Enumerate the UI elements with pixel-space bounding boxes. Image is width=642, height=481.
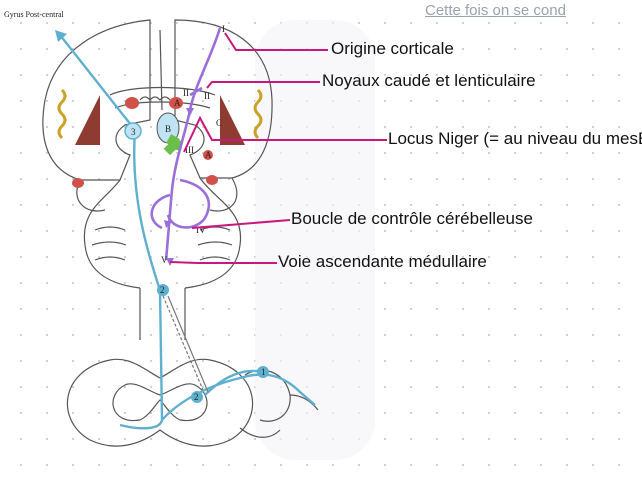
letter-A-2: A: [205, 150, 212, 160]
purple-arrow-1: [186, 108, 194, 116]
neuron-2-medulla-label: 2: [160, 285, 165, 295]
neuron-1-label: 1: [261, 367, 266, 377]
cortex-squiggle-left: [59, 90, 65, 138]
callout-origine-corticale: Origine corticale: [331, 39, 454, 59]
roman-II-a: II: [183, 88, 189, 98]
red-dot-left: [72, 178, 84, 188]
red-dot-right: [206, 175, 218, 185]
lentiform-nucleus-left: [75, 95, 100, 145]
neuron-2-spine-label: 2: [194, 392, 199, 402]
roman-I: I: [222, 24, 225, 34]
gray-fibre: [163, 296, 203, 390]
gray-fibre-2: [168, 296, 208, 392]
callout-boucle: Boucle de contrôle cérébelleuse: [291, 209, 533, 229]
roman-II-b: II: [204, 91, 210, 101]
roman-V: V: [161, 255, 168, 265]
neuron-3-label: 3: [131, 127, 136, 137]
letter-A-1: A: [174, 98, 181, 108]
lentiform-nucleus-right: [220, 95, 245, 145]
callout-locus-niger: Locus Niger (= au niveau du mesE): [388, 129, 642, 149]
letter-B: B: [165, 124, 171, 134]
callout-noyaux: Noyaux caudé et lenticulaire: [322, 71, 536, 91]
callout-voie: Voie ascendante médullaire: [278, 252, 487, 272]
purple-pathway: [152, 28, 220, 260]
caudate-left: [125, 97, 139, 109]
letter-C: C: [216, 118, 222, 128]
